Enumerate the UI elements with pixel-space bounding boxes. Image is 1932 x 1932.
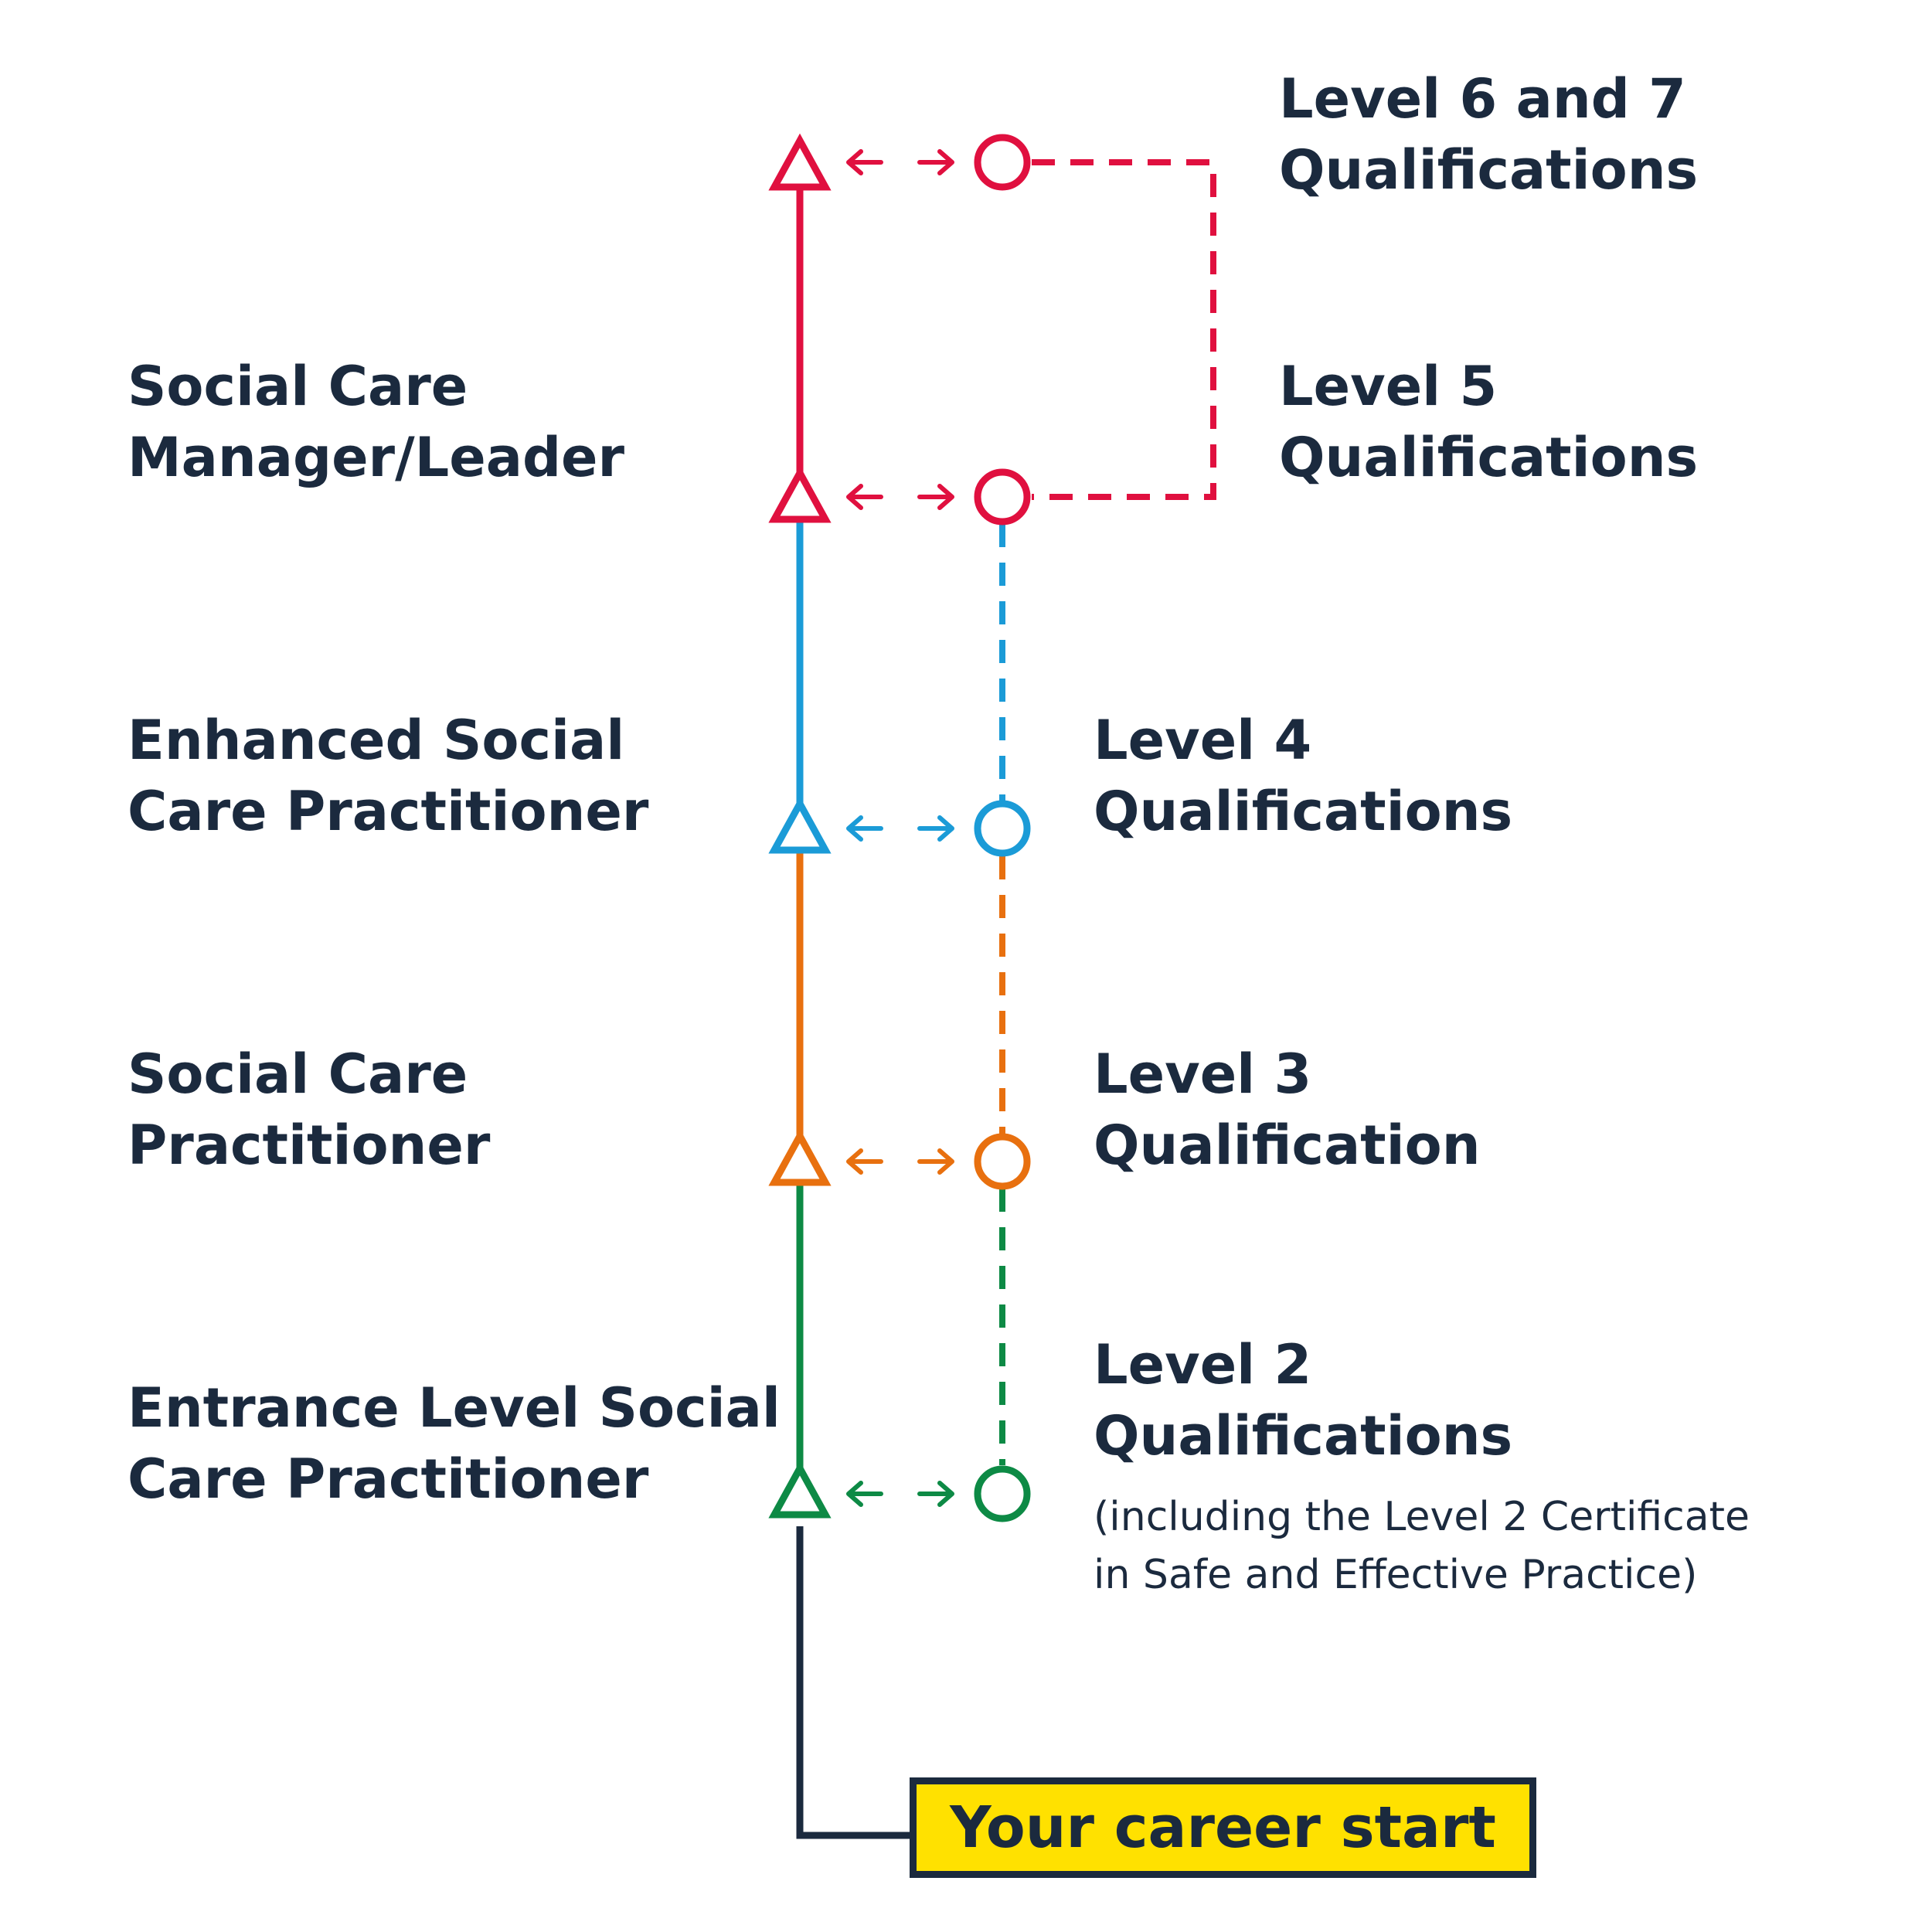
double-arrow-icon (846, 149, 954, 175)
qualification-label-level-2: Level 2 Qualifications (1094, 1333, 1513, 1468)
qualification-label-level-5: Level 5 Qualifications (1279, 355, 1699, 489)
triangle-icon (768, 133, 832, 191)
career-start-box: Your career start (910, 1777, 1536, 1878)
circle-icon (974, 468, 1031, 526)
role-label-practitioner: Social Care Practitioner (128, 1043, 491, 1177)
double-arrow-icon (846, 484, 954, 510)
qualification-label-level-3: Level 3 Qualification (1094, 1043, 1481, 1177)
double-arrow-icon (846, 815, 954, 842)
circle-icon (974, 1465, 1031, 1522)
qualification-link-red (1032, 159, 1216, 500)
qualification-label-level-4: Level 4 Qualifications (1094, 709, 1513, 843)
double-arrow-icon (846, 1148, 954, 1175)
role-label-enhanced-practitioner: Enhanced Social Care Practitioner (128, 709, 649, 843)
career-start-label: Your career start (950, 1794, 1496, 1861)
double-arrow-icon (846, 1481, 954, 1507)
circle-icon (974, 800, 1031, 857)
triangle-icon (768, 465, 832, 523)
role-label-manager-leader: Social Care Manager/Leader (128, 355, 625, 489)
qualification-label-level-6-7: Level 6 and 7 Qualifications (1279, 67, 1699, 202)
level-2-note: (including the Level 2 Certificate in Sa… (1094, 1494, 1750, 1598)
circle-icon (974, 134, 1031, 191)
role-label-entrance-level: Entrance Level Social Care Practitioner (128, 1376, 781, 1511)
triangle-icon (768, 1128, 832, 1186)
triangle-icon (768, 796, 832, 854)
path-segment-start (796, 1526, 910, 1839)
triangle-icon (768, 1461, 832, 1519)
circle-icon (974, 1133, 1031, 1190)
